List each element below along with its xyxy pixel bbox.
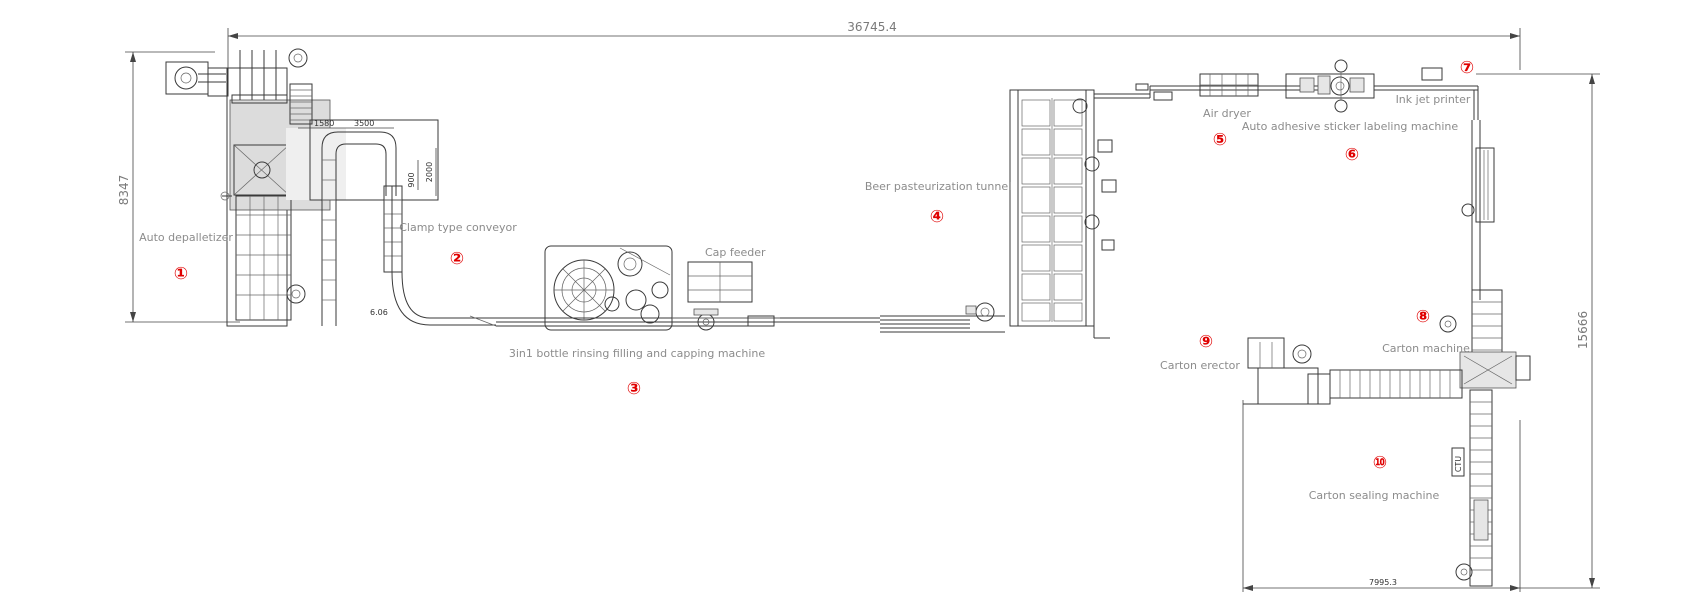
station-5-number: ⑤ <box>1213 130 1227 150</box>
carton-sealing-machine-drawing: CTU <box>1451 389 1493 587</box>
station-2-label: Clamp type conveyor <box>399 221 517 234</box>
station-5-label: Air dryer <box>1203 107 1251 120</box>
small-box-label: CTU <box>1454 456 1463 472</box>
labeling-machine-drawing <box>1285 59 1420 113</box>
station-2-number: ② <box>450 249 464 269</box>
right-height-dimension: 15666 <box>1576 311 1590 349</box>
station-7-label: Ink jet printer <box>1396 93 1471 106</box>
dimension-small: 6.06 <box>370 308 388 317</box>
air-dryer-drawing <box>1199 73 1259 97</box>
station-3-label: 3in1 bottle rinsing filling and capping … <box>509 347 765 360</box>
station-4-label: Beer pasteurization tunnel <box>865 180 1011 193</box>
station-labels: Auto depalletizer Clamp type conveyor 3i… <box>139 93 1471 502</box>
station-4-number: ④ <box>930 207 944 227</box>
clamp-type-conveyor-drawing: 1580 3500 900 2000 6.06 <box>286 119 497 327</box>
station-6-label: Auto adhesive sticker labeling machine <box>1242 120 1459 133</box>
station-10-number: ⑩ <box>1373 453 1387 473</box>
station-6-number: ⑥ <box>1345 145 1359 165</box>
dimension-lines: 36745.4 8347 15666 7995.3 <box>117 20 1600 592</box>
station-3-number: ③ <box>627 379 641 399</box>
station-8-label: Carton machine <box>1382 342 1470 355</box>
station-9-label: Carton erector <box>1160 359 1240 372</box>
total-length-dimension: 36745.4 <box>847 20 897 34</box>
station-8-number: ⑧ <box>1416 307 1430 327</box>
dimension-1580: 1580 <box>314 119 334 128</box>
bottom-width-dimension: 7995.3 <box>1369 578 1397 587</box>
station-7-number: ⑦ <box>1460 58 1474 78</box>
ink-jet-printer-drawing <box>1420 67 1495 300</box>
dimension-3500: 3500 <box>354 119 374 128</box>
station-1-label: Auto depalletizer <box>139 231 233 244</box>
cap-feeder-label: Cap feeder <box>705 246 766 259</box>
station-1-number: ① <box>174 264 188 284</box>
dimension-900: 900 <box>407 172 416 187</box>
station-10-label: Carton sealing machine <box>1309 489 1440 502</box>
left-height-dimension: 8347 <box>117 175 131 206</box>
station-numbers: ① ② ③ ④ ⑤ ⑥ ⑦ ⑧ ⑨ ⑩ <box>174 58 1474 473</box>
carton-erector-drawing <box>1243 337 1463 405</box>
station-9-number: ⑨ <box>1199 332 1213 352</box>
carton-machine-drawing <box>1439 289 1531 389</box>
dimension-2000: 2000 <box>425 162 434 182</box>
rinsing-filling-capping-machine-drawing: Cap feeder <box>496 245 1005 333</box>
